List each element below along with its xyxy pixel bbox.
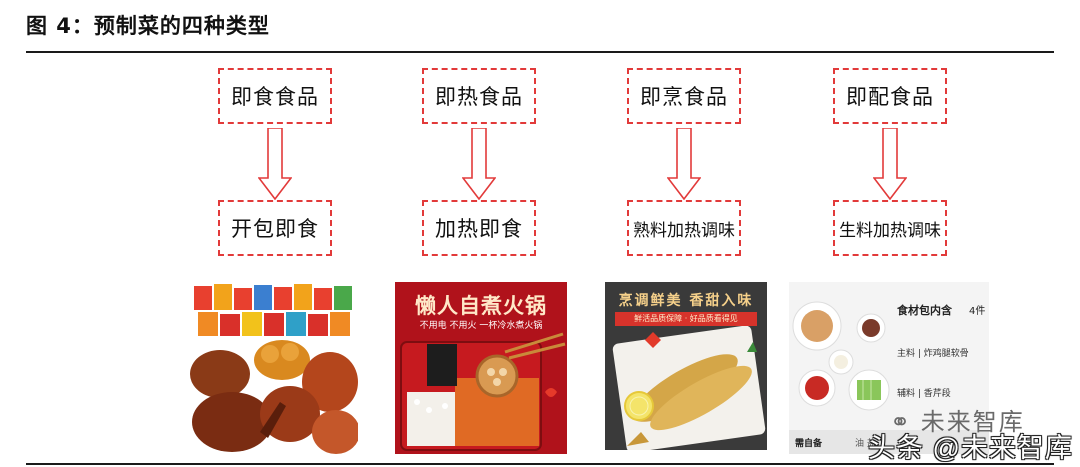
category-box-top-4: 即配食品 (833, 68, 947, 124)
category-column-3: 即烹食品 熟料加热调味 (627, 68, 747, 256)
bottom-rule (26, 463, 1054, 465)
category-column-1: 即食食品 开包即食 (218, 68, 338, 256)
hotpot-photo: 懒人自煮火锅 不用电 不用火 一杯冷水煮火锅 (395, 282, 567, 454)
category-box-bottom-3: 熟料加热调味 (627, 200, 741, 256)
wechat-icon: ⚭ (890, 409, 913, 436)
fish-photo: 烹调鲜美 香甜入味 鲜活品质保障 · 好品质看得见 (605, 282, 767, 450)
category-box-top-1: 即食食品 (218, 68, 332, 124)
meal-kit-image (792, 301, 890, 411)
kit-title: 食材包内含 (897, 304, 952, 317)
kit-main-ingredient: 主料 | 炸鸡腿软骨 (897, 349, 969, 359)
watermark-logo: ⚭ 未来智库 (890, 402, 1025, 437)
fish-headline: 烹调鲜美 香甜入味 (618, 293, 754, 309)
hotpot-headline: 懒人自煮火锅 (415, 294, 547, 318)
watermark-text: 头条 @未来智库 (868, 433, 1073, 463)
kit-side-ingredient: 辅料 | 香芹段 (897, 389, 951, 399)
down-arrow-icon (462, 128, 496, 200)
snack-products-photo (190, 282, 358, 454)
snack-packs-image (190, 284, 358, 454)
category-box-bottom-2: 加热即食 (422, 200, 536, 256)
kit-footer-value: 油 盐 (855, 439, 876, 449)
watermark-logo-text: 未来智库 (920, 409, 1025, 436)
down-arrow-icon (873, 128, 907, 200)
figure-title: 图 4：预制菜的四种类型 (26, 14, 270, 38)
down-arrow-icon (258, 128, 292, 200)
category-box-bottom-1: 开包即食 (218, 200, 332, 256)
category-box-top-3: 即烹食品 (627, 68, 741, 124)
hotpot-subline: 不用电 不用火 一杯冷水煮火锅 (419, 321, 543, 331)
kit-footer-bar (789, 430, 989, 454)
fish-image (605, 282, 767, 450)
kit-count: 4件 (969, 306, 986, 317)
top-rule (26, 51, 1054, 53)
down-arrow-icon (667, 128, 701, 200)
category-box-top-2: 即热食品 (422, 68, 536, 124)
category-column-2: 即热食品 加热即食 (422, 68, 542, 256)
fish-subline: 鲜活品质保障 · 好品质看得见 (615, 312, 757, 326)
category-column-4: 即配食品 生料加热调味 (833, 68, 953, 256)
meal-kit-photo: 食材包内含 4件 主料 | 炸鸡腿软骨 辅料 | 香芹段 需自备 油 盐 (789, 282, 989, 454)
category-box-bottom-4: 生料加热调味 (833, 200, 947, 256)
kit-footer-label: 需自备 (795, 439, 823, 449)
hotpot-image (400, 332, 566, 451)
